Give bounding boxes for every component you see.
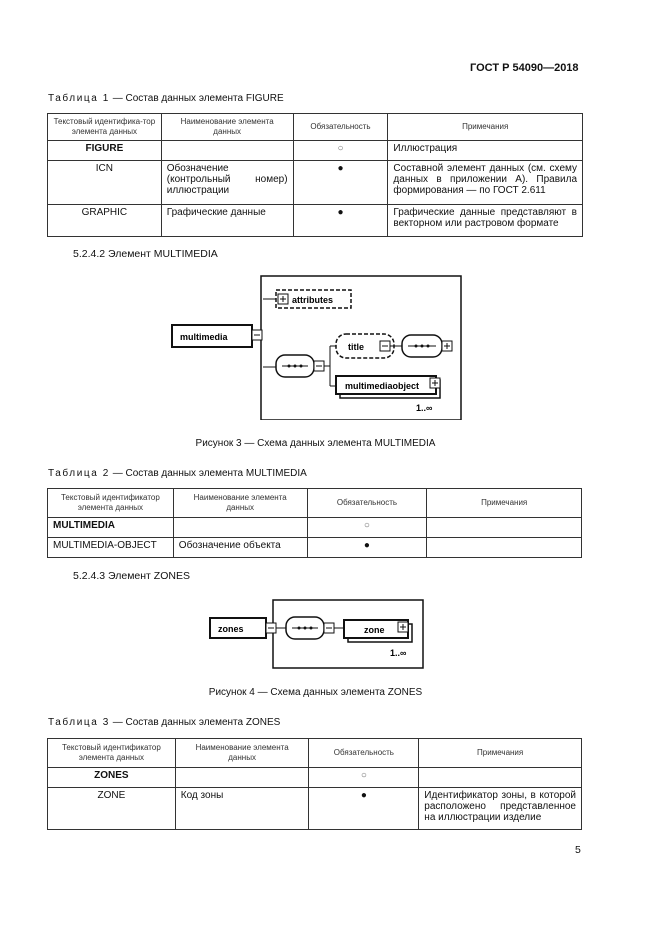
cell-note: Составной элемент данных (см. схему данн… <box>387 160 583 205</box>
cell-note: Иллюстрация <box>387 140 583 161</box>
group-frame <box>272 599 424 669</box>
figure3-caption: Рисунок 3 — Схема данных элемента MULTIM… <box>195 438 436 449</box>
table1-caption: Таблица 1 — Состав данных элемента FIGUR… <box>48 93 284 104</box>
section-heading-zones: 5.2.4.3 Элемент ZONES <box>73 570 190 582</box>
cell-note: Графические данные представляют в вектор… <box>387 204 583 237</box>
cell-id: ZONES <box>47 767 176 788</box>
cell-id: FIGURE <box>47 140 162 161</box>
attributes-label: attributes <box>292 295 333 305</box>
document-id: ГОСТ Р 54090—2018 <box>470 62 579 74</box>
cell-id: ZONE <box>47 787 176 830</box>
table-row: MULTIMEDIA ○ <box>47 517 582 538</box>
cell-name <box>160 140 294 161</box>
header-cell: Примечания <box>418 738 582 768</box>
root-element-label: zones <box>218 624 244 634</box>
cell-note <box>426 537 582 558</box>
root-element-label: multimedia <box>180 332 229 342</box>
cell-id: MULTIMEDIA <box>47 517 174 538</box>
figure4-caption: Рисунок 4 — Схема данных элемента ZONES <box>208 687 423 698</box>
multimedia-schema-diagram: multimedia attributes title multimediaob… <box>171 275 462 420</box>
table-row: MULTIMEDIA-OBJECT Обозначение объекта ● <box>47 537 582 558</box>
table2: Текстовый идентификатор элемента данных … <box>47 488 582 558</box>
header-cell: Текстовый идентификатор элемента данных <box>47 488 174 518</box>
cell-name: Графические данные <box>160 204 294 237</box>
cell-note <box>426 517 582 538</box>
cell-id: ICN <box>47 160 162 205</box>
required-mark: ● <box>292 160 389 205</box>
section-heading-multimedia: 5.2.4.2 Элемент MULTIMEDIA <box>73 248 218 260</box>
required-mark: ● <box>308 787 420 830</box>
child-element-label: zone <box>364 625 385 635</box>
object-element-label: multimediaobject <box>345 381 419 391</box>
table3-header-row: Текстовый идентификатор элемента данных … <box>47 738 582 768</box>
required-mark: ● <box>306 537 428 558</box>
header-cell: Наименование элемента данных <box>172 488 308 518</box>
required-mark: ● <box>292 204 389 237</box>
header-cell: Обязательность <box>306 488 428 518</box>
optional-mark: ○ <box>308 767 420 788</box>
table2-caption: Таблица 2 — Состав данных элемента MULTI… <box>48 468 307 479</box>
header-cell: Текстовый идентификатор элемента данных <box>47 738 176 768</box>
cell-name <box>174 767 310 788</box>
table2-header-row: Текстовый идентификатор элемента данных … <box>47 488 582 518</box>
table-row: FIGURE ○ Иллюстрация <box>47 140 583 161</box>
cell-name: Обозначение объекта <box>172 537 308 558</box>
page-number: 5 <box>575 844 581 856</box>
cell-id: MULTIMEDIA-OBJECT <box>47 537 174 558</box>
header-cell: Обязательность <box>308 738 420 768</box>
table-row: ZONE Код зоны ● Идентификатор зоны, в ко… <box>47 787 582 830</box>
optional-mark: ○ <box>306 517 428 538</box>
table3-caption: Таблица 3 — Состав данных элемента ZONES <box>48 717 281 728</box>
table-row: ICN Обозначение (контрольный номер) иллю… <box>47 160 583 205</box>
cell-note: Идентификатор зоны, в которой расположен… <box>418 787 582 830</box>
header-cell: Обязательность <box>292 113 389 141</box>
header-cell: Примечания <box>387 113 583 141</box>
group-frame <box>260 275 462 420</box>
optional-mark: ○ <box>292 140 389 161</box>
occurrence-label: 1..∞ <box>416 403 433 413</box>
header-cell: Примечания <box>426 488 582 518</box>
table-row: GRAPHIC Графические данные ● Графические… <box>47 204 583 237</box>
table3: Текстовый идентификатор элемента данных … <box>47 738 582 830</box>
table1: Текстовый идентифика-тор элемента данных… <box>47 113 583 237</box>
header-cell: Наименование элемента данных <box>174 738 310 768</box>
table1-header-row: Текстовый идентифика-тор элемента данных… <box>47 113 583 141</box>
cell-id: GRAPHIC <box>47 204 162 237</box>
occurrence-label: 1..∞ <box>390 648 407 658</box>
cell-name <box>172 517 308 538</box>
cell-note <box>418 767 582 788</box>
cell-name: Код зоны <box>174 787 310 830</box>
cell-name: Обозначение (контрольный номер) иллюстра… <box>160 160 294 205</box>
header-cell: Наименование элемента данных <box>160 113 294 141</box>
header-cell: Текстовый идентифика-тор элемента данных <box>47 113 162 141</box>
title-element-label: title <box>348 342 364 352</box>
zones-schema-diagram: zones zone 1..∞ <box>209 599 424 669</box>
table-row: ZONES ○ <box>47 767 582 788</box>
